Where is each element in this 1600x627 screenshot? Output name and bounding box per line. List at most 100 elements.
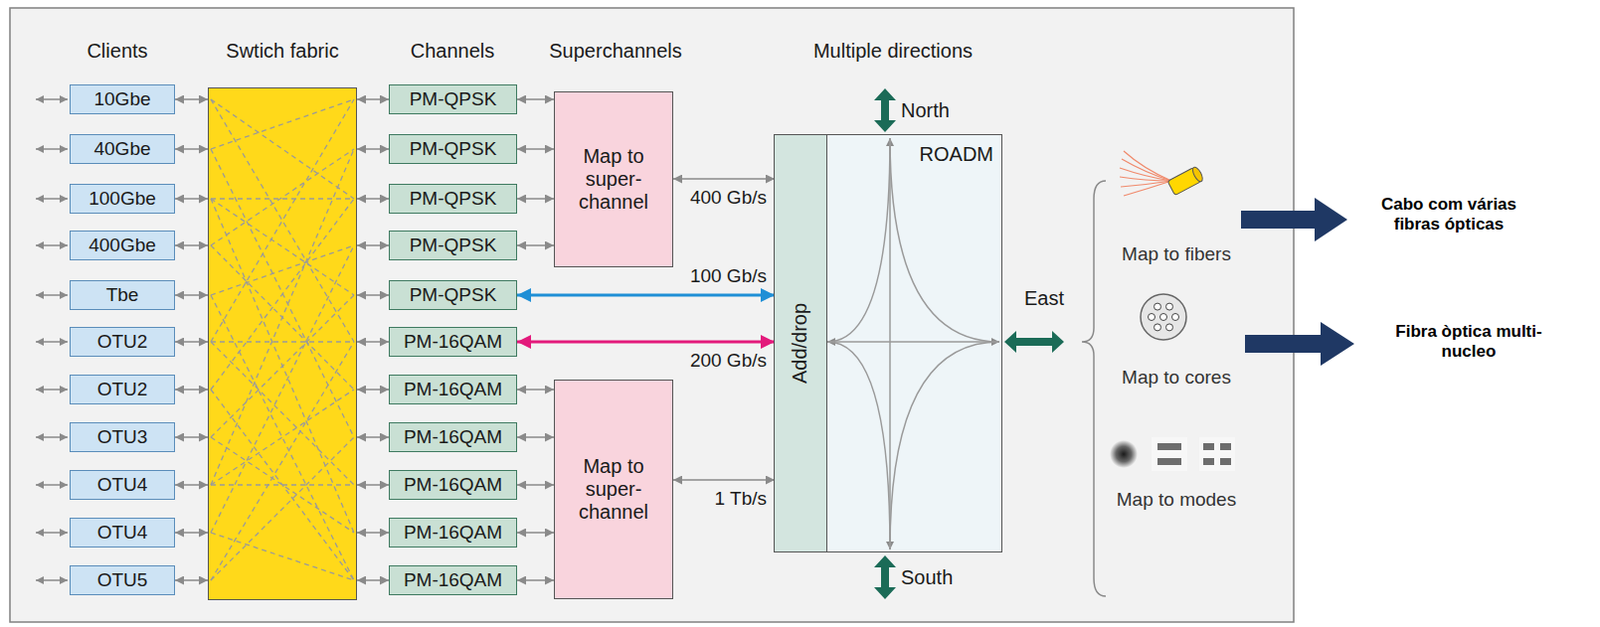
connector-arrow [517, 294, 775, 298]
connector-arrow [356, 148, 389, 151]
client-port-arrow [35, 98, 68, 101]
fabric-path [210, 484, 355, 486]
direction-arrow [874, 555, 896, 600]
fiber-core [1154, 303, 1162, 311]
client-box: Tbe [69, 280, 176, 311]
client-box: 10Gbe [69, 84, 176, 115]
fabric-path [210, 198, 355, 296]
box-text: PM-16QAM [403, 378, 503, 401]
fabric-path [210, 342, 355, 486]
client-port-arrow [35, 436, 68, 439]
direction-label: South [900, 566, 953, 590]
direction-arrow [874, 88, 896, 133]
connector-arrow [356, 294, 389, 297]
box-text: PM-16QAM [403, 522, 503, 544]
connector-arrow [356, 341, 389, 344]
fiber-strand [1119, 177, 1172, 181]
client-box: OTU4 [69, 518, 176, 548]
box-text: PM-16QAM [403, 474, 503, 497]
roadm-through-path [888, 138, 891, 550]
client-box: 400Gbe [69, 230, 176, 261]
fabric-path [210, 389, 355, 486]
client-port-arrow [35, 579, 68, 582]
fabric-path [210, 99, 355, 150]
mapping-label: Map to fibers [1121, 243, 1232, 266]
connector-arrow [175, 436, 208, 439]
connector-arrow [175, 244, 208, 247]
mode-icon [1151, 437, 1188, 472]
fabric-path [210, 99, 355, 199]
channel-box: PM-QPSK [388, 280, 518, 311]
box-text: PM-16QAM [403, 569, 503, 592]
client-port-arrow [35, 484, 68, 487]
switch-fabric: Swtich fabric [207, 87, 357, 601]
callout-arrow [1244, 322, 1355, 366]
channel-box: PM-16QAM [388, 422, 518, 453]
fabric-path [210, 295, 355, 581]
mode-lobe [1157, 458, 1182, 466]
client-port-arrow [35, 244, 68, 247]
client-box: 40Gbe [69, 134, 176, 165]
box-text: OTU2 [97, 378, 149, 401]
box-text: OTU4 [97, 474, 149, 497]
client-port-arrow [35, 388, 68, 391]
connector-arrow [673, 177, 775, 180]
mode-lobe [1220, 443, 1232, 451]
box-text: Add/drop [789, 303, 813, 384]
fabric-path [210, 197, 355, 199]
connector-arrow [517, 388, 554, 391]
fabric-path [210, 245, 355, 296]
box-text: PM-16QAM [403, 426, 503, 449]
box-text: 100Gbe [88, 187, 157, 210]
connector-arrow [517, 148, 554, 151]
connector-arrow [517, 341, 775, 345]
connector-arrow [175, 484, 208, 487]
client-box: OTU5 [69, 565, 176, 596]
box-text: PM-QPSK [409, 234, 498, 257]
mode-icon [1199, 437, 1236, 472]
fiber-core [1166, 303, 1174, 311]
roadm-switch-path [827, 342, 890, 550]
mode-icon [1109, 440, 1138, 469]
box-text: PM-QPSK [409, 284, 498, 307]
fabric-path [210, 389, 355, 581]
connector-arrow [175, 532, 208, 534]
connector-arrow [356, 532, 389, 534]
fiber-core [1160, 314, 1168, 322]
mode-lobe [1203, 458, 1215, 466]
direction-label: North [900, 99, 950, 123]
roadm-fill [773, 134, 1003, 553]
data-rate-label: 100 Gb/s [688, 265, 769, 288]
roadm-switch-path [889, 342, 1000, 550]
channel-box: PM-16QAM [388, 565, 518, 596]
client-port-arrow [35, 294, 68, 297]
connector-arrow [175, 579, 208, 582]
connector-arrow [356, 436, 389, 439]
client-port-arrow [35, 197, 68, 200]
add-drop-band: Add/drop [774, 135, 828, 552]
connector-arrow [356, 484, 389, 487]
connector-arrow [517, 197, 554, 200]
box-text: PM-QPSK [409, 138, 498, 161]
connector-arrow [517, 98, 554, 101]
connector-arrow [673, 479, 775, 482]
connector-arrow [356, 98, 389, 101]
fabric-path [210, 149, 355, 246]
data-rate-label: 1 Tb/s [712, 488, 769, 511]
box-text: 400Gbe [88, 234, 157, 257]
connector-arrow [517, 579, 554, 582]
client-port-arrow [35, 148, 68, 151]
annotation-text: Cabo com várias fibras ópticas [1361, 194, 1537, 236]
mode-lobe [1157, 443, 1182, 451]
connector-arrow [356, 197, 389, 200]
connector-arrow [356, 244, 389, 247]
client-port-arrow [35, 532, 68, 534]
fiber-cable-icon [1191, 166, 1206, 183]
box-text: Map to super- channel [571, 455, 656, 525]
roadm-switch-path [889, 138, 1000, 343]
connector-arrow [175, 148, 208, 151]
connector-arrow [517, 532, 554, 534]
channel-box: PM-16QAM [388, 327, 518, 357]
box-text: 40Gbe [93, 138, 151, 161]
fabric-path [210, 245, 355, 534]
